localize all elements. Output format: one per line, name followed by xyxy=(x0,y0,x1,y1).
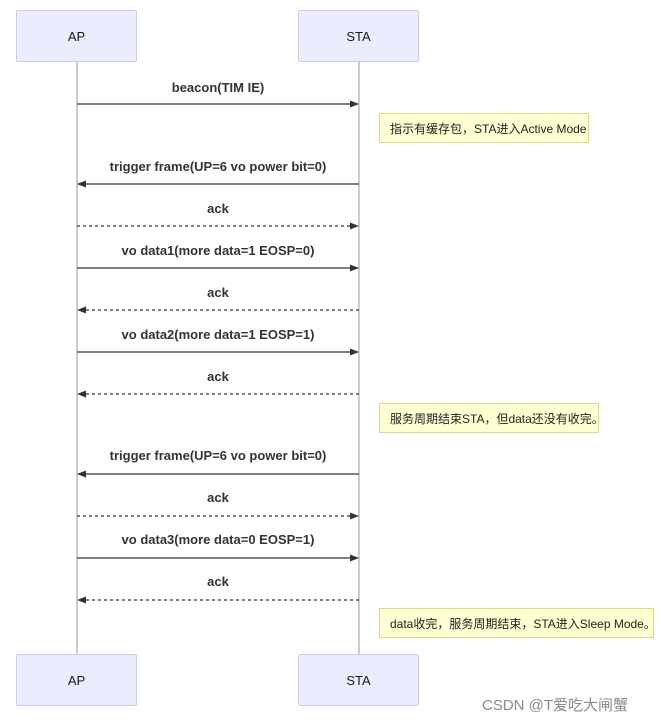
message-label: ack xyxy=(207,490,229,505)
note: 指示有缓存包，STA进入Active Mode xyxy=(379,113,589,143)
note: data收完，服务周期结束，STA进入Sleep Mode。 xyxy=(379,608,656,638)
message-label: trigger frame(UP=6 vo power bit=0) xyxy=(109,448,327,463)
message-label: vo data2(more data=1 EOSP=1) xyxy=(121,327,315,342)
actor-sta-label: STA xyxy=(346,672,371,688)
actor-ap-top: AP xyxy=(16,10,137,62)
actor-sta-bottom: STA xyxy=(298,654,419,706)
message-label: ack xyxy=(207,201,229,216)
message-label: ack xyxy=(207,369,229,384)
actor-sta-top: STA xyxy=(298,10,419,62)
message-label: vo data3(more data=0 EOSP=1) xyxy=(121,532,315,547)
message-label: ack xyxy=(207,285,229,300)
actor-ap-bottom: AP xyxy=(16,654,137,706)
message-label: trigger frame(UP=6 vo power bit=0) xyxy=(109,159,327,174)
watermark: CSDN @T爱吃大闸蟹 xyxy=(482,697,629,714)
actor-sta-label: STA xyxy=(346,28,371,44)
message-label: vo data1(more data=1 EOSP=0) xyxy=(121,243,315,258)
actor-ap-label: AP xyxy=(67,672,86,688)
actor-ap-label: AP xyxy=(67,28,86,44)
message-label: ack xyxy=(207,574,229,589)
note: 服务周期结束STA，但data还没有收完。 xyxy=(379,403,604,433)
message-label: beacon(TIM IE) xyxy=(171,80,265,95)
